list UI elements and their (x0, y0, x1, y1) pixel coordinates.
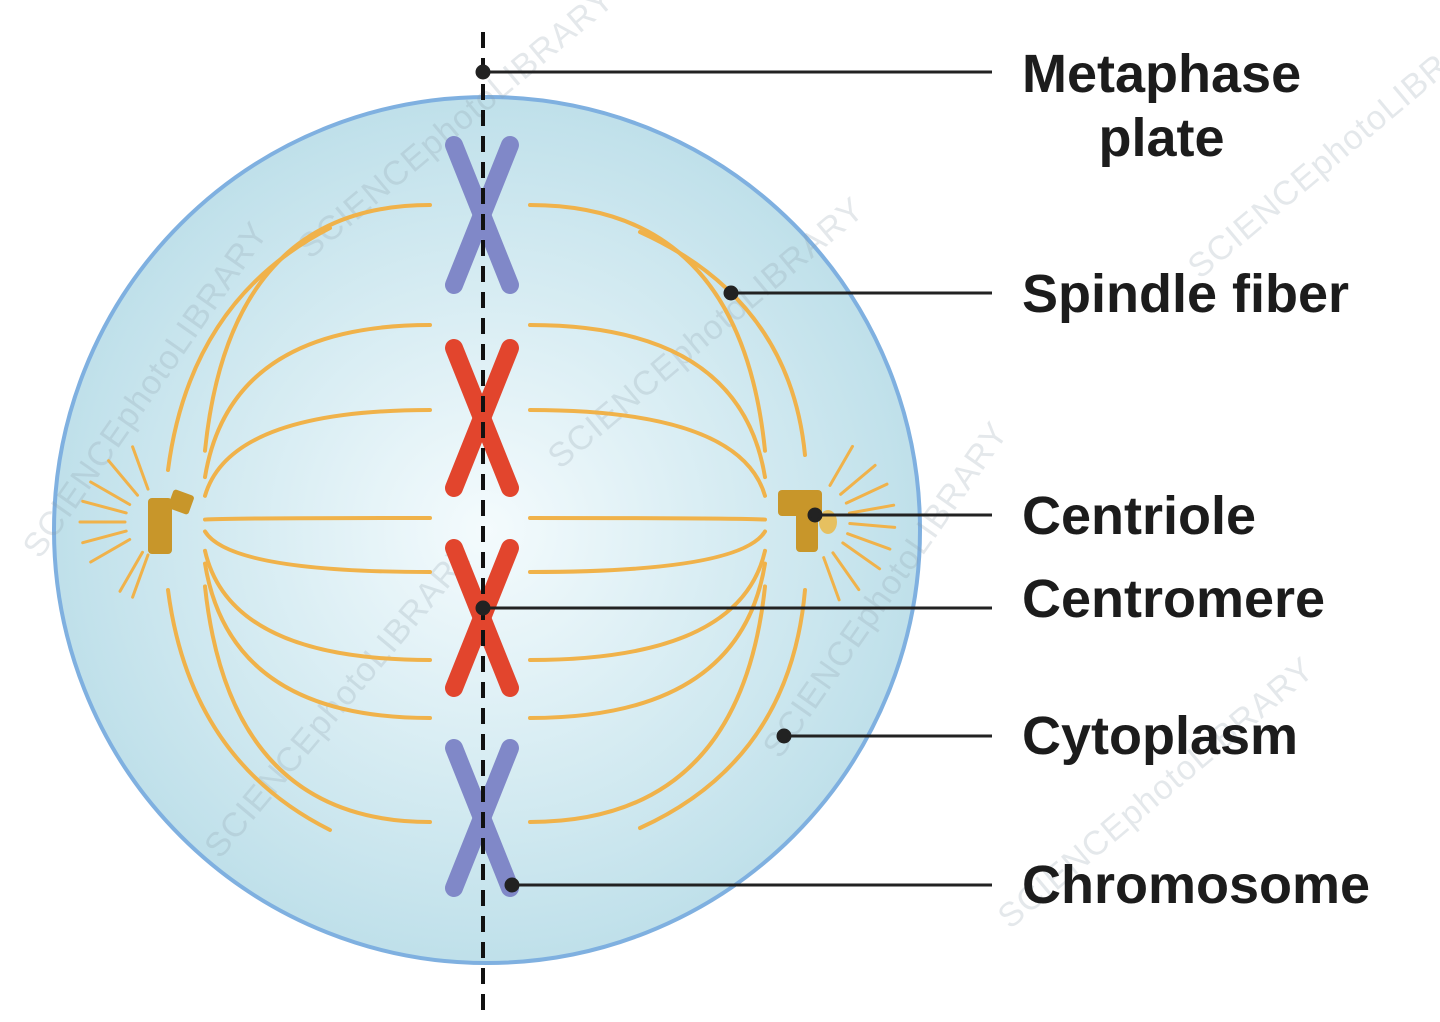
spindle-fiber-line (528, 323, 767, 480)
spindle-fiber-line (203, 516, 432, 522)
spindle-fiber-line (528, 203, 767, 453)
spindle-fiber-line (203, 584, 432, 824)
spindle-fiber-line (166, 588, 332, 832)
label-metaphase-plate-line2: plate (1098, 108, 1225, 168)
astral-ray (839, 463, 877, 496)
astral-ray (81, 499, 128, 515)
astral-ray (848, 522, 897, 529)
spindle-fiber-line (203, 561, 432, 720)
spindle-fiber-line (166, 226, 332, 472)
label-chromosome: Chromosome (1022, 855, 1371, 915)
leader-dot-spindle-fiber (723, 285, 739, 301)
leader-lines (475, 64, 992, 893)
leader-dot-centriole (807, 507, 823, 523)
astral-ray (841, 541, 882, 571)
chromatid (445, 339, 519, 497)
spindle-fiber-line (528, 408, 767, 498)
spindle-fiber-line (528, 584, 767, 824)
label-spindle-fiber: Spindle fiber (1022, 264, 1350, 324)
label-metaphase-plate: Metaphase plate (1022, 42, 1301, 170)
label-metaphase-plate-line1: Metaphase (1022, 44, 1302, 104)
astral-ray (828, 444, 854, 487)
spindle-fiber-line (638, 588, 807, 830)
astral-ray (89, 538, 132, 564)
spindle-fiber-line (203, 548, 432, 662)
astral-ray (131, 445, 150, 491)
leader-dot-metaphase-plate (475, 64, 491, 80)
astral-ray (89, 480, 132, 506)
spindle-fiber-line (638, 230, 807, 457)
label-centromere: Centromere (1022, 569, 1326, 629)
spindle-fiber-line (203, 408, 432, 498)
leader-dot-chromosome (504, 877, 520, 893)
chromosome (445, 339, 519, 497)
label-centriole: Centriole (1022, 486, 1257, 546)
leader-dot-centromere (475, 600, 491, 616)
astral-ray (844, 482, 889, 505)
spindle-fiber-line (528, 516, 767, 522)
astral-ray (118, 550, 144, 593)
astral-ray (847, 503, 896, 515)
spindle-fiber-line (203, 323, 432, 480)
centriole-left (148, 489, 194, 554)
astral-ray (107, 459, 139, 497)
spindle-fiber-line (528, 561, 767, 720)
cell-cytoplasm (52, 95, 922, 965)
spindle-fibers (166, 203, 807, 832)
spindle-fiber-line (528, 548, 767, 662)
astral-ray (131, 553, 150, 599)
astral-rays (78, 444, 897, 602)
astral-ray (846, 532, 892, 551)
spindle-fiber-line (203, 529, 432, 574)
astral-ray (81, 529, 128, 545)
astral-ray (831, 551, 861, 592)
leader-dot-cytoplasm (776, 728, 792, 744)
spindle-fiber-line (528, 529, 767, 574)
label-cytoplasm: Cytoplasm (1022, 706, 1299, 766)
astral-ray (822, 556, 841, 602)
